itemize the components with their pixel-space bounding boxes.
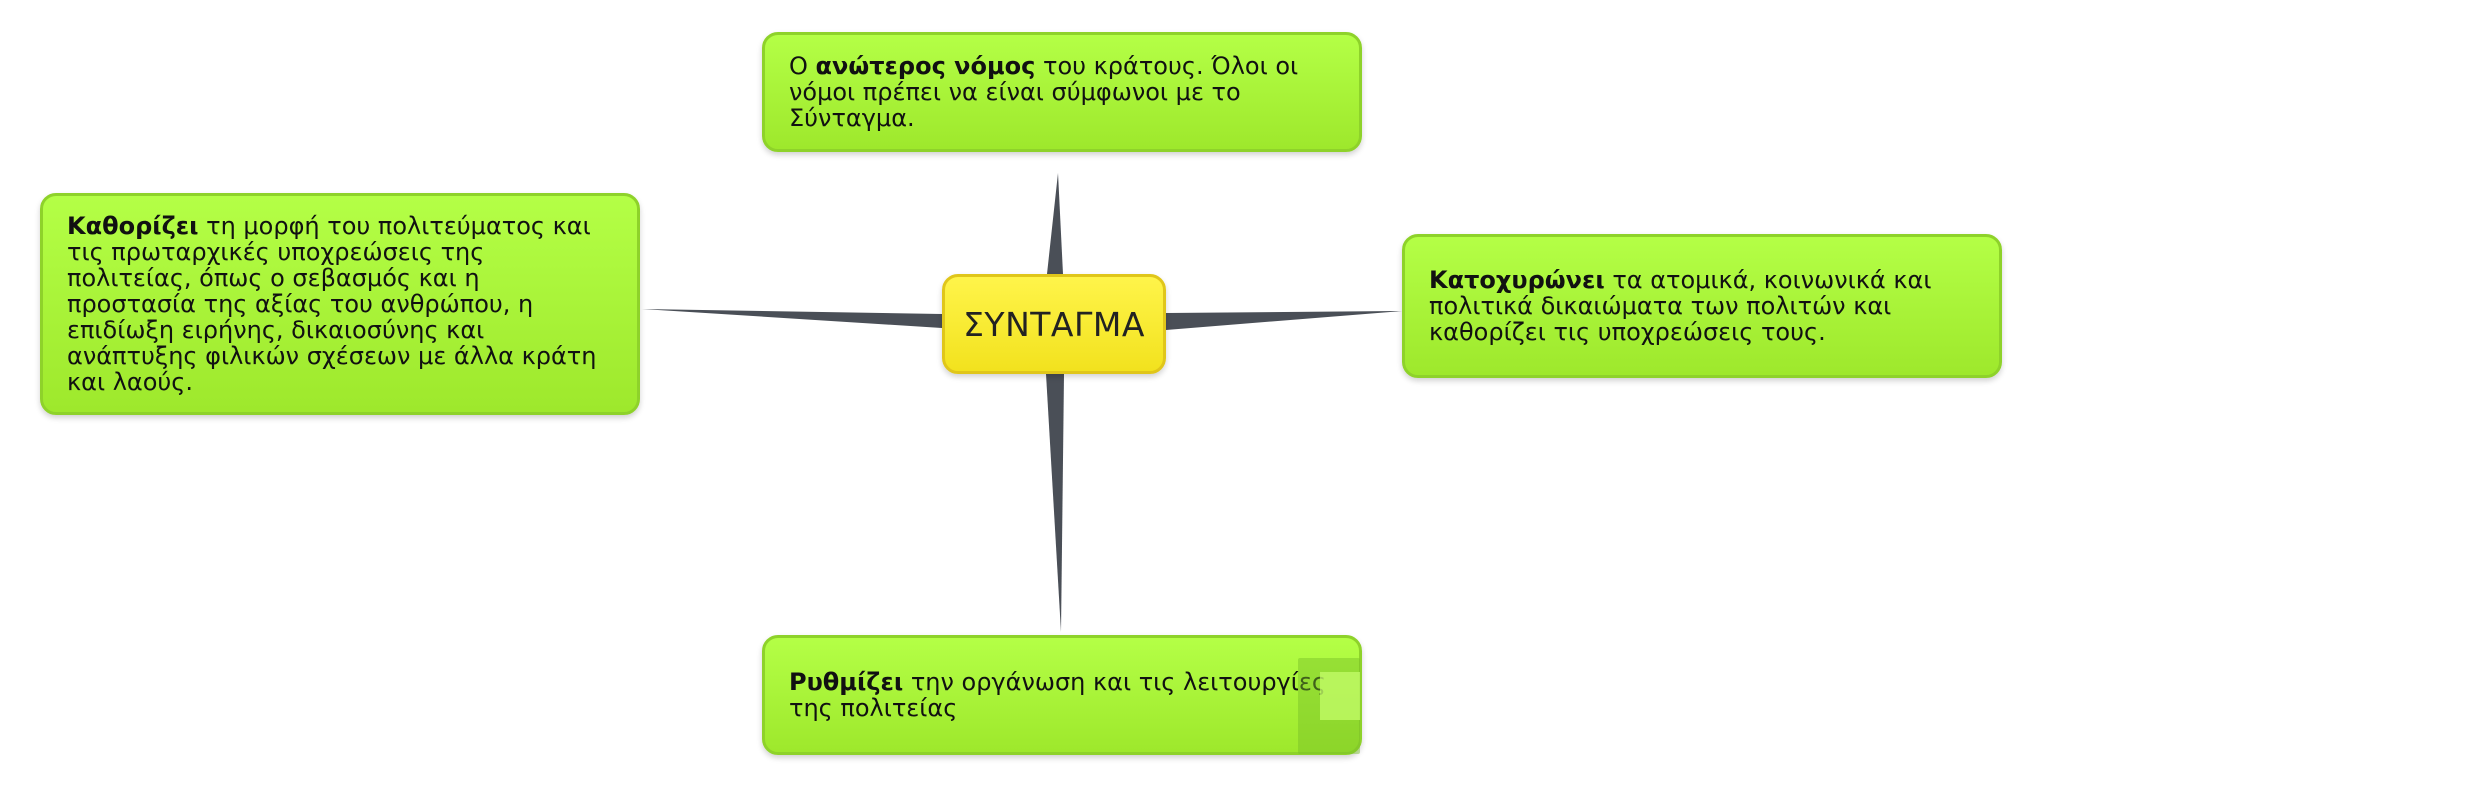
branch-left[interactable]: Καθορίζει τη μορφή του πολιτεύματος και … xyxy=(40,193,640,415)
resize-handle[interactable] xyxy=(1298,658,1360,754)
branch-top-text: Ο ανώτερος νόμος του κράτους. Όλοι οι νό… xyxy=(789,52,1299,132)
branch-bottom-text: Ρυθμίζει την οργάνωση και τις λειτουργίε… xyxy=(789,668,1326,722)
central-topic[interactable]: ΣΥΝΤΑΓΜΑ xyxy=(942,274,1166,374)
connector-right xyxy=(1166,311,1402,330)
branch-top[interactable]: Ο ανώτερος νόμος του κράτους. Όλοι οι νό… xyxy=(762,32,1362,152)
branch-bottom[interactable]: Ρυθμίζει την οργάνωση και τις λειτουργίε… xyxy=(762,635,1362,755)
connector-bottom xyxy=(1046,374,1064,632)
connector-top xyxy=(1047,173,1063,274)
branch-right-text: Κατοχυρώνει τα ατομικά, κοινωνικά και πο… xyxy=(1429,266,1932,346)
connector-left xyxy=(642,309,942,328)
branch-left-text: Καθορίζει τη μορφή του πολιτεύματος και … xyxy=(67,212,597,396)
central-topic-label: ΣΥΝΤΑΓΜΑ xyxy=(963,304,1145,344)
branch-right[interactable]: Κατοχυρώνει τα ατομικά, κοινωνικά και πο… xyxy=(1402,234,2002,378)
